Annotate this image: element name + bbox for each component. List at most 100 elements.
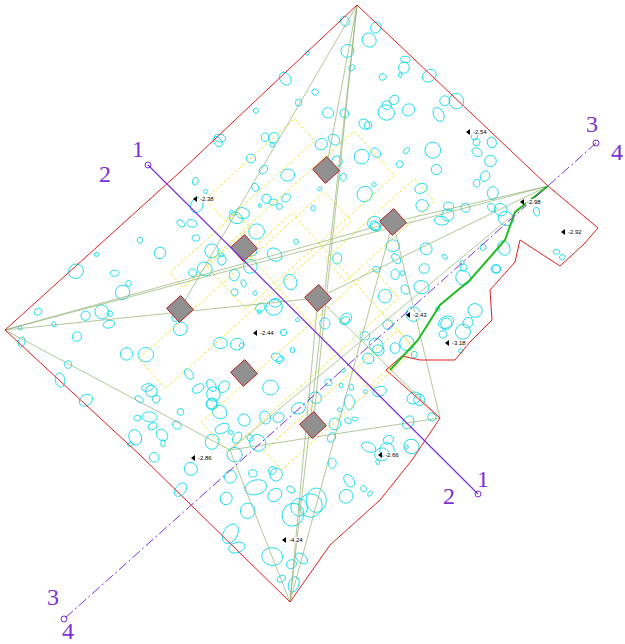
survey-lines (5, 5, 548, 602)
stone (448, 92, 464, 109)
level-marker (193, 196, 197, 202)
stone (429, 162, 444, 177)
stone (337, 311, 353, 327)
stone (439, 316, 454, 331)
stone (348, 64, 357, 72)
stone (400, 56, 410, 63)
stone (228, 430, 234, 435)
section-line (64, 143, 596, 619)
survey-line (290, 298, 318, 602)
stone (205, 396, 221, 412)
annex-wall (390, 186, 548, 370)
stone (398, 72, 402, 78)
stone (118, 345, 135, 363)
stone (486, 136, 498, 149)
stone (171, 419, 183, 430)
stone (230, 338, 244, 351)
stone (66, 261, 86, 281)
stone (236, 411, 253, 428)
survey-line (318, 298, 440, 418)
stone (216, 379, 232, 395)
stone (402, 146, 411, 154)
stone (192, 235, 200, 241)
section-mark: 3 (586, 112, 598, 136)
level-marker (378, 452, 382, 458)
stone (322, 107, 334, 118)
section-end (593, 140, 599, 146)
section-mark: 4 (62, 619, 74, 643)
stone (192, 177, 200, 186)
stone (64, 360, 73, 369)
level-marker (253, 330, 257, 336)
stone (486, 202, 498, 214)
survey-line (5, 298, 318, 330)
section-mark: 2 (443, 484, 455, 508)
stone (267, 465, 278, 476)
stone (415, 199, 429, 213)
elevation-label: -2.86 (197, 455, 213, 461)
stone (371, 344, 385, 357)
stone (426, 411, 438, 423)
stone (375, 459, 380, 465)
stone (205, 385, 223, 403)
stone (203, 432, 220, 451)
stone (478, 169, 491, 183)
stone (336, 487, 356, 507)
stone (141, 383, 154, 393)
stone (176, 218, 187, 228)
stone (395, 159, 405, 169)
stone (172, 481, 190, 499)
elevation-label: -2.43 (412, 312, 428, 318)
stone (126, 428, 143, 447)
stone (218, 490, 234, 506)
stone (553, 249, 560, 255)
stone (138, 347, 155, 362)
stone (404, 445, 409, 450)
stone (250, 182, 260, 193)
wall-trace (139, 192, 352, 389)
level-marker (406, 312, 410, 318)
stone (436, 314, 455, 331)
stones (17, 15, 566, 594)
stone (258, 203, 261, 208)
stone (376, 102, 397, 122)
stone (290, 401, 307, 416)
stone (351, 417, 358, 422)
stone (260, 192, 273, 205)
stone (147, 422, 158, 431)
stone (252, 290, 258, 296)
section-mark: 2 (99, 162, 111, 186)
stone (413, 279, 431, 295)
wall-trace (325, 179, 434, 282)
elevation-label: -2.98 (526, 199, 542, 205)
stone (413, 181, 428, 195)
stone (461, 315, 475, 329)
wall-trace (264, 330, 415, 470)
stone (261, 133, 269, 142)
wall-trace (206, 131, 395, 309)
wall-trace (205, 119, 314, 222)
elevation-label: -2.44 (259, 330, 275, 336)
stone (285, 484, 296, 494)
stone (423, 140, 444, 161)
stone (262, 379, 279, 396)
stone (252, 107, 259, 114)
elevation-label: -4.24 (288, 537, 304, 543)
stone (204, 397, 219, 412)
level-marker (561, 229, 565, 235)
stone (466, 301, 484, 319)
stone (263, 297, 285, 318)
stone (51, 321, 57, 328)
stone (339, 383, 343, 388)
pier-base (231, 360, 258, 387)
stone (270, 352, 284, 363)
stone (388, 93, 401, 106)
stone (203, 189, 209, 195)
stone (363, 121, 372, 130)
stone (438, 94, 452, 108)
stone (94, 252, 99, 257)
stone (280, 329, 288, 337)
stone (205, 378, 219, 393)
